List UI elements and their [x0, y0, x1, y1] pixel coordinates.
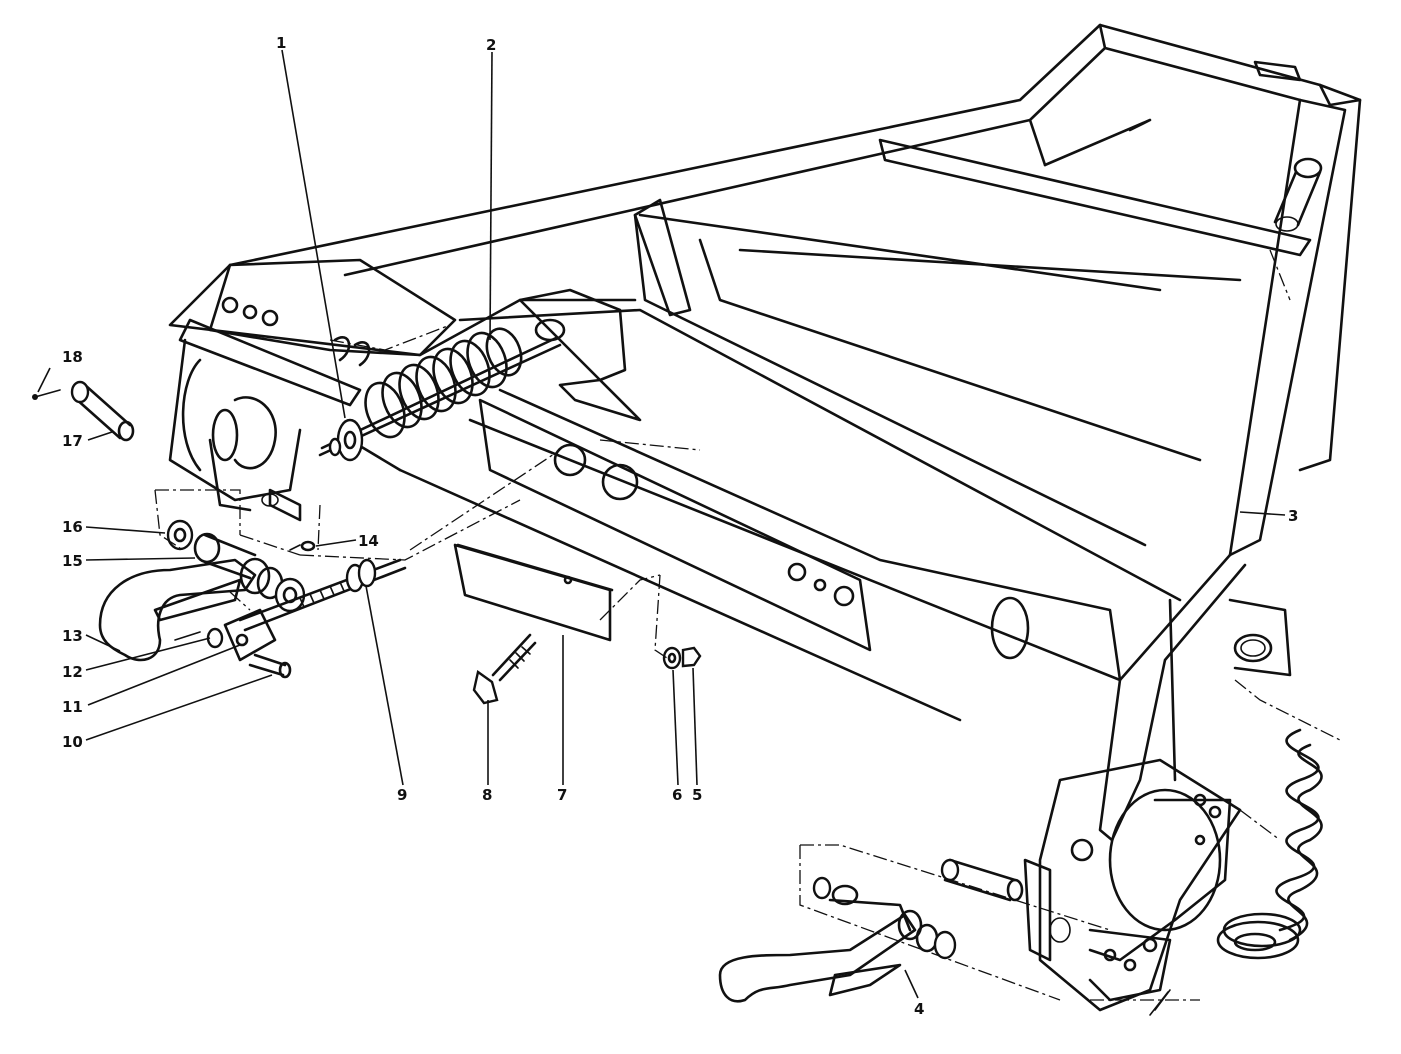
spare-spring: [1216, 728, 1323, 960]
callout-1: 1: [276, 34, 286, 52]
callout-12: 12: [62, 663, 83, 681]
alignment-lines: [154, 249, 1341, 1001]
callout-11: 11: [62, 698, 83, 716]
washer-and-nut: [662, 646, 702, 670]
callout-9: 9: [397, 786, 407, 804]
leader-lines: [37, 49, 1286, 999]
callout-13: 13: [62, 627, 83, 645]
callout-8: 8: [482, 786, 492, 804]
bolt: [472, 633, 537, 705]
rear-suspension-plate: [718, 728, 1323, 1016]
coil-spring: [364, 327, 523, 439]
callout-2: 2: [486, 36, 496, 54]
callout-6: 6: [672, 786, 682, 804]
pivot-pin: [70, 380, 90, 404]
callout-labels: 1 2 3 4 5 6 7 8 9 10 11 12 13 14 15 16 1…: [62, 34, 1298, 1018]
front-arm-parts: [32, 380, 407, 679]
spring-cup: [336, 418, 364, 462]
main-frame: [168, 23, 1362, 842]
callout-14: 14: [358, 532, 379, 550]
callout-18: 18: [62, 348, 83, 366]
callout-16: 16: [62, 518, 83, 536]
callout-4: 4: [914, 1000, 924, 1018]
callout-7: 7: [557, 786, 567, 804]
front-spring-assembly: [318, 327, 562, 462]
callout-3: 3: [1288, 507, 1298, 525]
rear-swing-arm: [718, 876, 957, 1003]
callout-5: 5: [692, 786, 702, 804]
callout-15: 15: [62, 552, 83, 570]
callout-17: 17: [62, 432, 83, 450]
callout-10: 10: [62, 733, 83, 751]
cover-plate: [453, 543, 614, 642]
